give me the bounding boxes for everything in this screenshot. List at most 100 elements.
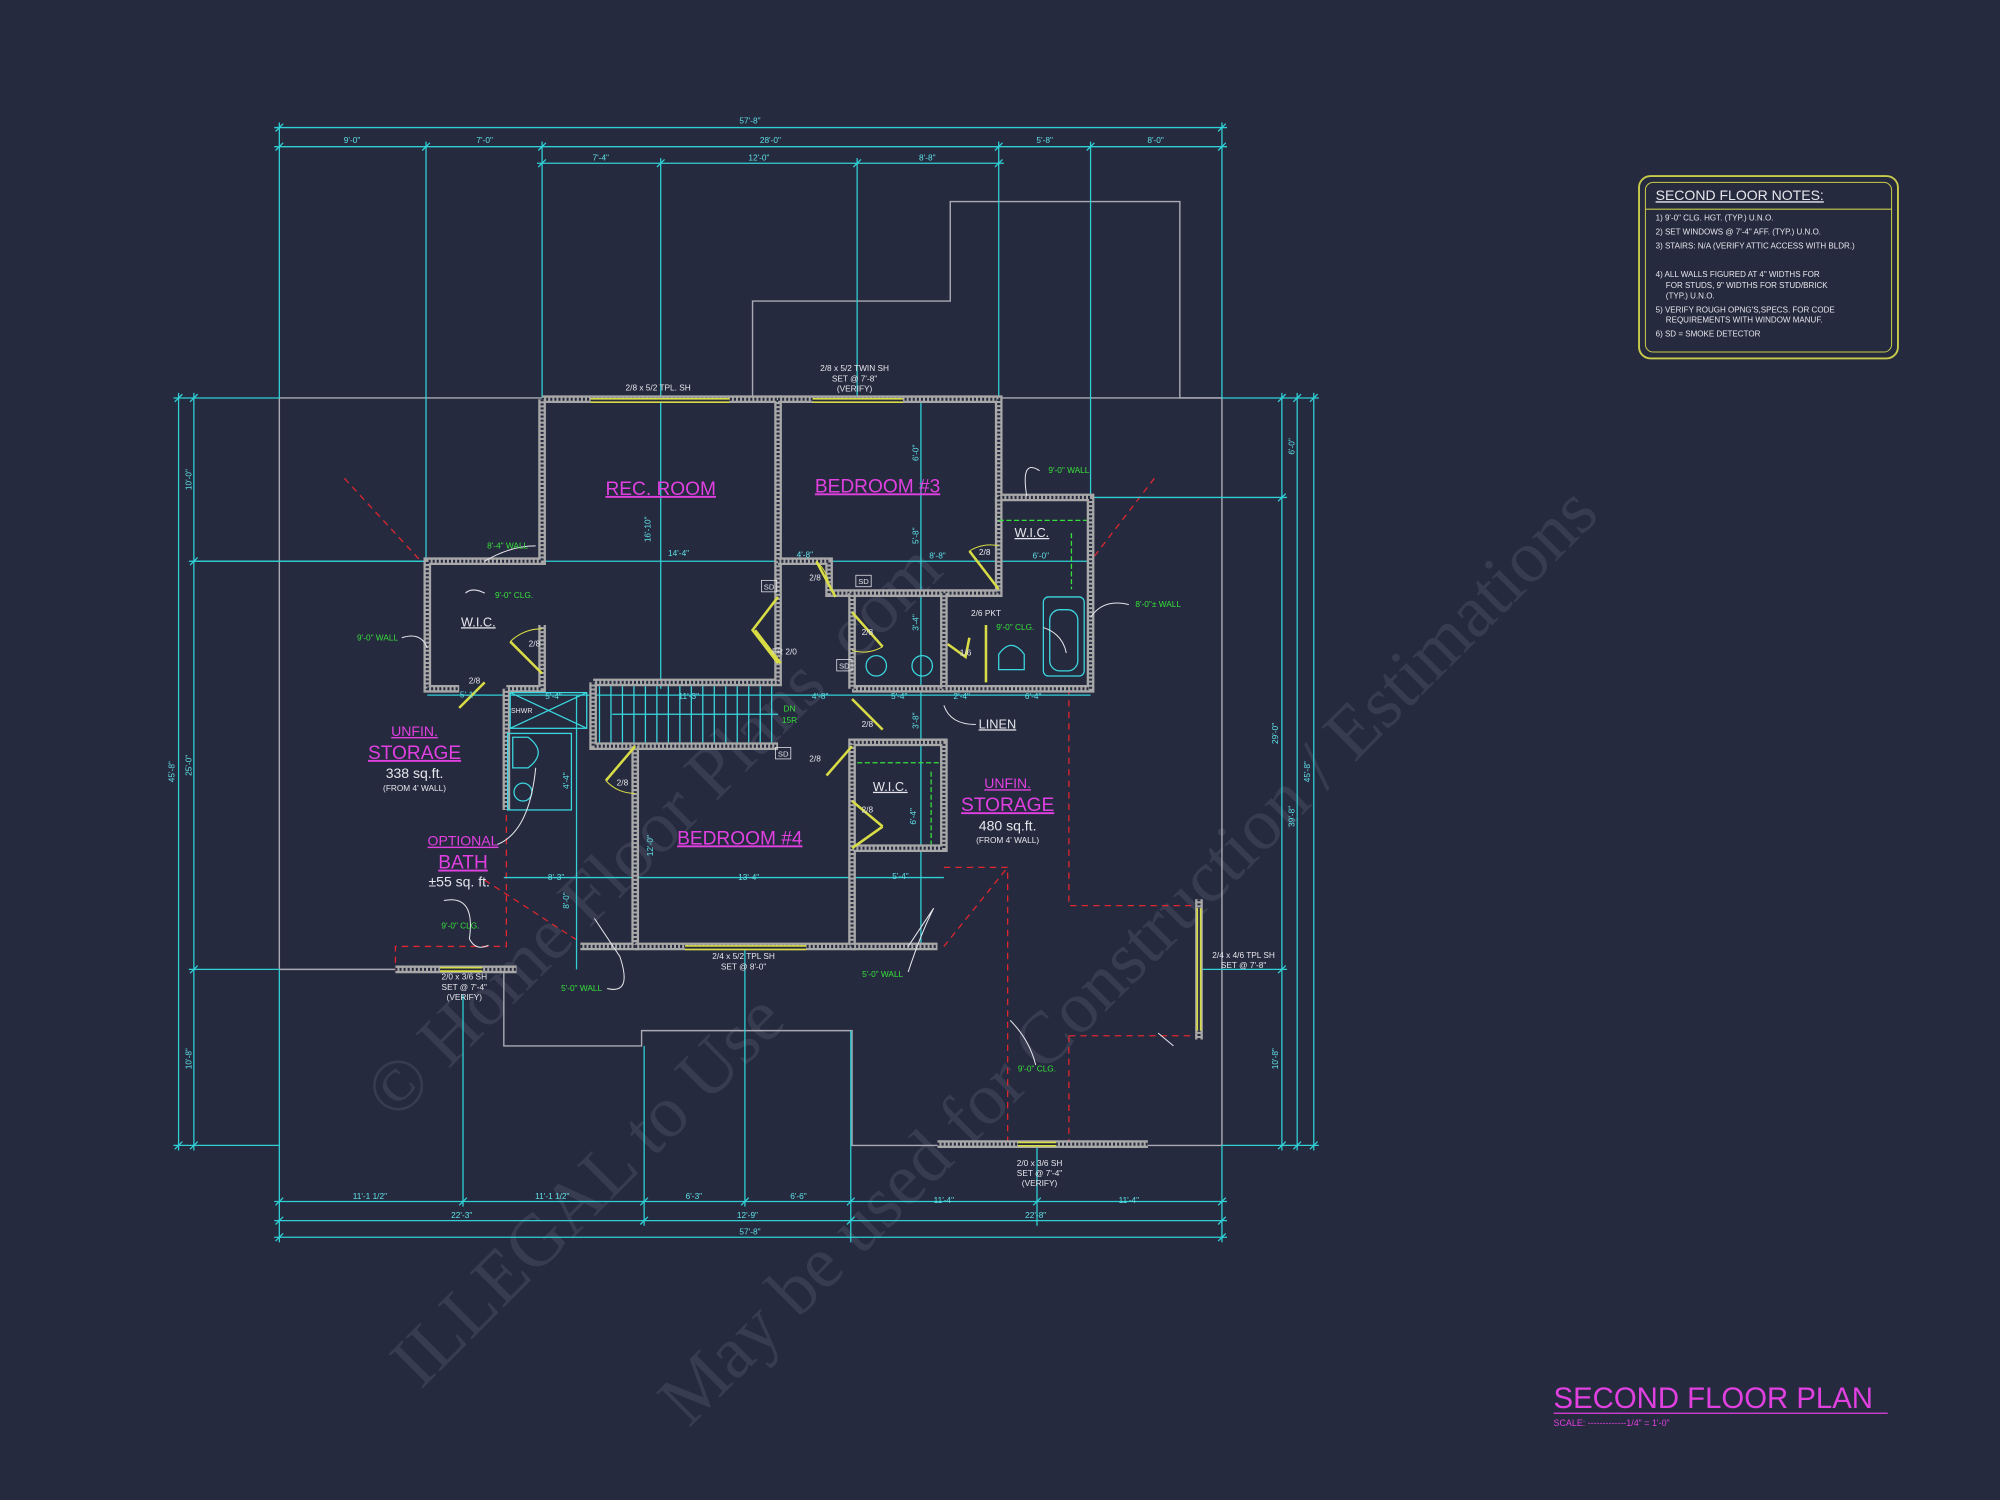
svg-text:9'-0" CLG.: 9'-0" CLG.	[441, 921, 479, 931]
svg-text:2/4 x 4/6 TPL SH: 2/4 x 4/6 TPL SH	[1212, 950, 1275, 960]
bathtub-icon	[1042, 596, 1085, 677]
svg-text:10'-8": 10'-8"	[1270, 1048, 1280, 1069]
dimension-tick	[189, 1141, 199, 1150]
svg-text:(TYP.) U.N.O.: (TYP.) U.N.O.	[1666, 291, 1715, 300]
dimension-tick	[537, 158, 547, 168]
svg-text:SET @ 8'-0": SET @ 8'-0"	[721, 961, 767, 971]
dimension-tick	[189, 965, 199, 974]
toilet-icon	[998, 644, 1025, 671]
svg-text:45'-8": 45'-8"	[1302, 761, 1312, 782]
svg-text:1/6: 1/6	[960, 648, 972, 658]
svg-text:8'-0"± WALL: 8'-0"± WALL	[1135, 599, 1181, 609]
dimension-tick	[189, 393, 199, 403]
svg-text:10'-0": 10'-0"	[183, 469, 193, 490]
dimension-tick	[846, 1216, 856, 1225]
svg-text:6'-4": 6'-4"	[908, 808, 918, 825]
dimension-tick	[1292, 1141, 1302, 1150]
svg-text:11'-3": 11'-3"	[679, 691, 700, 701]
svg-text:57'-8": 57'-8"	[739, 1227, 760, 1237]
svg-text:4) ALL WALLS FIGURED AT 4" WID: 4) ALL WALLS FIGURED AT 4" WIDTHS FOR	[1656, 270, 1820, 279]
second-floor-notes: SECOND FLOOR NOTES: 1) 9'-0" CLG. HGT. (…	[1638, 175, 1899, 360]
dimension-ticks	[174, 123, 1319, 1242]
fixtures	[507, 519, 1087, 845]
dimension-tick	[1309, 393, 1319, 403]
svg-text:SECOND FLOOR PLAN: SECOND FLOOR PLAN	[1554, 1382, 1873, 1415]
dimension-tick	[1217, 1232, 1227, 1242]
svg-text:45'-8": 45'-8"	[167, 761, 177, 782]
svg-text:2/8: 2/8	[469, 676, 481, 686]
svg-text:SD: SD	[764, 582, 775, 591]
svg-text:9'-0": 9'-0"	[344, 135, 361, 145]
room-labels: REC. ROOM BEDROOM #3 BEDROOM #4 UNFIN. S…	[368, 476, 1054, 889]
svg-text:15R: 15R	[782, 715, 797, 725]
svg-text:SET @ 7'-4": SET @ 7'-4"	[1017, 1168, 1063, 1178]
dimension-tick	[1217, 1197, 1227, 1206]
svg-text:6'-3": 6'-3"	[686, 1191, 703, 1201]
svg-text:7'-4": 7'-4"	[593, 153, 610, 163]
svg-text:6'-4": 6'-4"	[1025, 691, 1042, 701]
svg-text:3) STAIRS: N/A (VERIFY ATTIC: 3) STAIRS: N/A (VERIFY ATTIC ACCESS WITH…	[1656, 242, 1855, 251]
svg-text:9'-0" CLG.: 9'-0" CLG.	[1018, 1063, 1056, 1073]
label-rec-room: REC. ROOM	[605, 479, 716, 500]
dimension-tick	[174, 393, 183, 403]
svg-text:DN: DN	[784, 704, 796, 714]
label-bedroom-4: BEDROOM #4	[677, 828, 803, 849]
svg-text:5'-8": 5'-8"	[910, 527, 920, 544]
svg-text:8'-4" WALL: 8'-4" WALL	[487, 540, 528, 550]
svg-text:10'-8": 10'-8"	[183, 1048, 193, 1069]
svg-text:±55 sq. ft.: ±55 sq. ft.	[428, 873, 489, 889]
svg-text:2) SET WINDOWS @ 7'-4" AFF. (T: 2) SET WINDOWS @ 7'-4" AFF. (TYP.) U.N.O…	[1656, 228, 1821, 237]
svg-text:W.I.C.: W.I.C.	[461, 614, 496, 629]
svg-text:SET @ 7'-8": SET @ 7'-8"	[1221, 960, 1267, 970]
svg-text:FR 2/0: FR 2/0	[772, 646, 797, 656]
door-labels: 2/8 2/8 2/8 2/8 2/8 2/8 2/8 2/8 2/8 FR 2…	[469, 547, 1001, 815]
svg-text:12'-9": 12'-9"	[737, 1210, 758, 1220]
notes-heading: SECOND FLOOR NOTES:	[1656, 187, 1824, 203]
svg-text:9'-0" WALL: 9'-0" WALL	[357, 632, 398, 642]
dimension-tick	[275, 123, 284, 132]
svg-text:2/6 PKT: 2/6 PKT	[971, 608, 1001, 618]
svg-text:12'-0": 12'-0"	[645, 835, 655, 856]
svg-text:6'-6": 6'-6"	[790, 1191, 807, 1201]
dimension-tick	[421, 142, 431, 151]
dimension-tick	[275, 1232, 284, 1242]
dimension-tick	[1277, 493, 1287, 502]
svg-text:4'-4": 4'-4"	[561, 772, 571, 789]
dimension-tick	[639, 1197, 649, 1206]
label-bedroom-3: BEDROOM #3	[815, 476, 940, 497]
svg-text:2/0 x 3/6 SH: 2/0 x 3/6 SH	[1017, 1158, 1063, 1168]
dimension-tick	[1277, 965, 1287, 974]
leader-lines	[401, 466, 1174, 1066]
smoke-detector-icon: SD	[761, 579, 778, 593]
svg-text:SD: SD	[839, 661, 850, 670]
sink-icon	[911, 654, 934, 677]
svg-text:2/8: 2/8	[617, 778, 629, 788]
dimension-tick	[189, 556, 199, 566]
svg-text:W.I.C.: W.I.C.	[1015, 525, 1050, 540]
dimension-tick	[1032, 1197, 1042, 1206]
svg-text:2/8: 2/8	[862, 719, 874, 729]
svg-text:6'-0": 6'-0"	[910, 445, 920, 462]
svg-text:UNFIN.: UNFIN.	[391, 723, 438, 739]
svg-text:W.I.C.: W.I.C.	[873, 779, 908, 794]
dimension-lines	[173, 122, 1319, 1243]
dimension-tick	[994, 142, 1004, 151]
svg-text:(VERIFY): (VERIFY)	[447, 992, 483, 1002]
smoke-detector-icon: SD	[775, 747, 792, 760]
dimension-labels: 57'-8" 9'-0" 7'-0" 28'-0" 5'-8" 8'-0" 7'…	[167, 116, 1312, 1237]
toilet-icon	[512, 736, 539, 769]
svg-text:11'-4": 11'-4"	[1119, 1195, 1140, 1205]
svg-text:29'-0": 29'-0"	[1270, 723, 1280, 744]
svg-text:2'-4": 2'-4"	[953, 691, 970, 701]
dimension-tick	[275, 1216, 284, 1225]
svg-text:2/4 x 5/2 TPL SH: 2/4 x 5/2 TPL SH	[712, 951, 775, 961]
svg-text:22'-3": 22'-3"	[451, 1210, 472, 1220]
svg-text:2/0 x 3/6 SH: 2/0 x 3/6 SH	[441, 972, 487, 982]
svg-text:57'-8": 57'-8"	[739, 116, 760, 126]
svg-text:2/8: 2/8	[979, 547, 991, 557]
svg-text:BATH: BATH	[438, 853, 488, 874]
svg-text:2/8 x 5/2 TWIN SH: 2/8 x 5/2 TWIN SH	[820, 363, 889, 373]
label-storage-left: STORAGE	[368, 743, 461, 764]
ceiling-wall-notes: 8'-4" WALL 9'-0" CLG. 9'-0" WALL 9'-0" W…	[357, 465, 1181, 1073]
